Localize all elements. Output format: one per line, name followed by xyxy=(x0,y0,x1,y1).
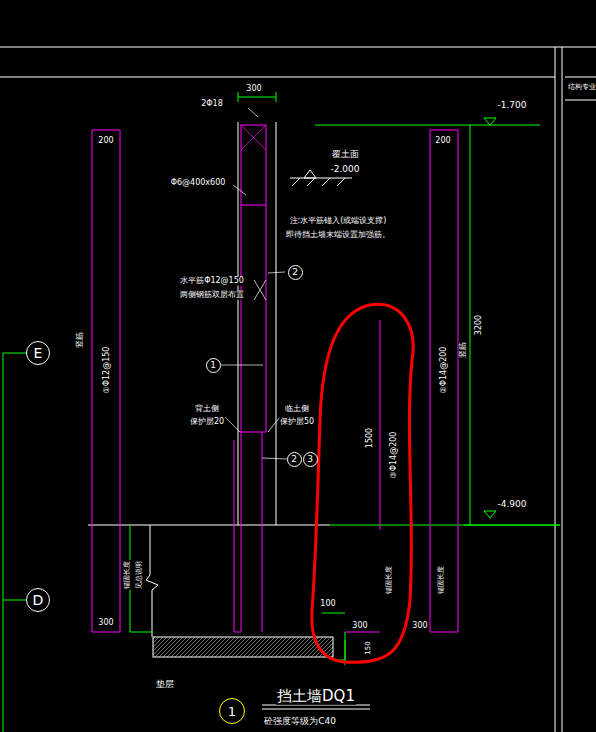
callout-number: 3 xyxy=(303,452,318,467)
dimension-label: 垫层 xyxy=(155,680,175,690)
dimension-label: -4.900 xyxy=(496,500,527,510)
dimension-label: -2.000 xyxy=(329,165,360,175)
dimension-label: -1.700 xyxy=(496,101,527,111)
dimension-label: 临土侧 xyxy=(284,405,310,414)
dimension-label: 2Φ18 xyxy=(200,100,224,109)
callout-text: 2 xyxy=(291,455,297,464)
dimension-label: 保护层50 xyxy=(279,418,315,427)
callout-text: 1 xyxy=(228,705,236,718)
dimension-label: 见总说明 xyxy=(136,560,144,590)
dimension-label: 两侧钢筋双层布置 xyxy=(179,291,245,300)
dimension-label: 300 xyxy=(411,622,428,631)
dimension-label: 锚固长度 xyxy=(124,560,132,590)
callout-text: E xyxy=(34,346,43,360)
callout-text: 2 xyxy=(292,268,298,277)
callout-number: 2 xyxy=(287,452,302,467)
drawing-caption: 砼强度等级为C40 xyxy=(263,717,337,727)
dimension-label: ②Φ14@200 xyxy=(440,346,449,395)
dimension-label: 注:水平筋锚入(或端设支撑) xyxy=(289,217,388,226)
dimension-label: 竖筋 xyxy=(459,341,468,359)
dimension-label: 100 xyxy=(319,600,336,609)
dimension-label: 1500 xyxy=(366,427,375,449)
dimension-label: 竖筋 xyxy=(76,331,85,349)
detail-number: 1 xyxy=(219,698,245,724)
dimension-label: 300 xyxy=(351,622,368,631)
callout-number: 2 xyxy=(288,265,303,280)
dimension-label: 背土侧 xyxy=(194,405,220,414)
dimension-label: 300 xyxy=(97,619,114,628)
dimension-label: 即待挡土墙末端设置加强筋。 xyxy=(285,231,391,240)
dimension-label: 覆土面 xyxy=(331,150,360,160)
dimension-label: 水平筋Φ12@150 xyxy=(179,277,245,286)
dimension-label: 3200 xyxy=(475,314,484,336)
callout-text: 3 xyxy=(307,455,313,464)
callout-text: D xyxy=(33,593,44,607)
axis-bubble: E xyxy=(26,341,50,365)
callout-text: 1 xyxy=(210,361,216,370)
dimension-label: 锚固长度 xyxy=(386,565,394,595)
dimension-label: Φ6@400x600 xyxy=(170,179,227,188)
axis-bubble: D xyxy=(26,588,50,612)
dimension-label: 结构专业 xyxy=(567,84,596,92)
dimension-label: 300 xyxy=(245,85,262,94)
dimension-label: ①Φ12@150 xyxy=(103,346,112,395)
dimension-label: 150 xyxy=(365,640,373,655)
drawing-title: 挡土墙DQ1 xyxy=(276,688,356,705)
dimension-label: 锚固长度 xyxy=(438,565,446,595)
dimension-label: 保护层20 xyxy=(189,418,225,427)
dimension-label: 200 xyxy=(97,137,114,146)
callout-number: 1 xyxy=(206,358,221,373)
dimension-label: 200 xyxy=(434,137,451,146)
dimension-label: ③Φ14@200 xyxy=(390,431,399,480)
